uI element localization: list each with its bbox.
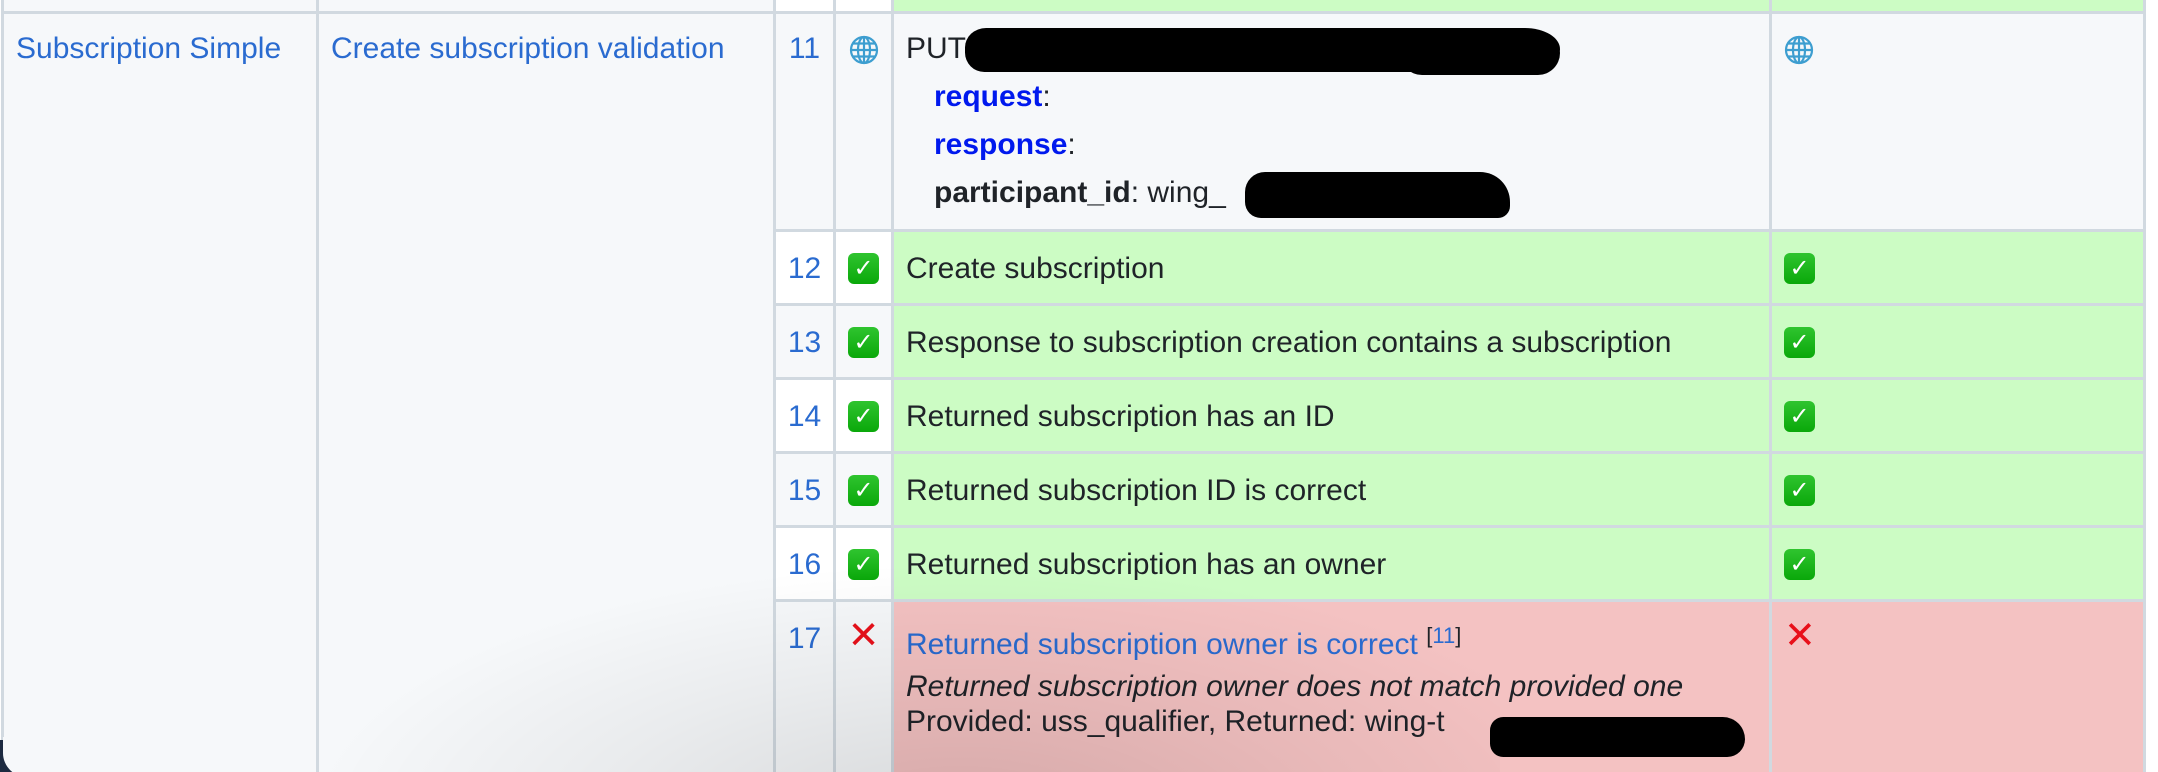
footnote-bracket: [ (1426, 623, 1433, 648)
table-row-previous (1, 0, 2146, 14)
row-result-cell: ✓ (1769, 303, 2146, 380)
x-icon: ✕ (847, 615, 880, 657)
participant-key: participant_id (934, 176, 1131, 209)
table-row: 14 ✓ Returned subscription has an ID ✓ (3, 377, 2146, 454)
scenario-cell: Subscription Simple (1, 11, 319, 772)
check-label: Response to subscription creation contai… (906, 326, 1672, 359)
row-number-cell: 12 (773, 229, 836, 306)
footnote-link[interactable]: 11 (1432, 623, 1456, 648)
row-icon-cell: ✓ (833, 229, 894, 306)
http-method: PUT (906, 32, 966, 65)
row-icon-cell (833, 11, 894, 232)
test-case-link[interactable]: Create subscription validation (331, 32, 725, 65)
row-description-cell: Response to subscription creation contai… (891, 303, 1772, 380)
case-cell-previous (316, 0, 776, 14)
participant-line: participant_id: wing_ (906, 169, 1757, 217)
colon: : (1067, 128, 1076, 161)
row-description-cell: Returned subscription has an owner (891, 525, 1772, 602)
scenario-link[interactable]: Subscription Simple (16, 32, 282, 65)
row-number-link[interactable]: 14 (787, 400, 822, 433)
colon: : (1130, 176, 1140, 209)
redaction-returned-owner (1490, 717, 1745, 757)
check-icon: ✓ (848, 326, 879, 358)
row-result-cell: ✓ (1769, 525, 2146, 602)
check-icon: ✓ (1784, 252, 1815, 284)
row-result-cell (1769, 11, 2146, 232)
row-number-cell: 17 (773, 599, 836, 772)
row-result-cell: ✓ (1769, 377, 2146, 454)
row-result-cell: ✓ (1769, 229, 2146, 306)
check-icon: ✓ (848, 474, 879, 506)
failure-details: Provided: uss_qualifier, Returned: wing-… (906, 705, 1445, 738)
redaction-url (1400, 50, 1560, 75)
row-number-cell: 16 (773, 525, 836, 602)
row-result-cell (1769, 0, 2146, 14)
row-icon-cell: ✓ (833, 451, 894, 528)
footnote: [11] (1426, 623, 1461, 648)
row-result-cell: ✕ (1769, 599, 2146, 772)
row-number-link[interactable]: 12 (787, 252, 822, 285)
row-icon-cell: ✓ (833, 303, 894, 380)
table-row: 13 ✓ Response to subscription creation c… (3, 303, 2146, 380)
footnote-bracket: ] (1455, 623, 1462, 648)
table-row: 12 ✓ Create subscription ✓ (3, 229, 2146, 306)
check-label: Returned subscription has an owner (906, 548, 1387, 581)
globe-icon (1784, 32, 1814, 65)
check-icon: ✓ (848, 400, 879, 432)
row-number-cell: 14 (773, 377, 836, 454)
row-result-cell: ✓ (1769, 451, 2146, 528)
scenario-cell-previous (1, 0, 319, 14)
response-key[interactable]: response (934, 128, 1068, 161)
row-number-link[interactable]: 17 (787, 622, 822, 655)
participant-value: wing_ (1147, 176, 1226, 209)
table-row: 15 ✓ Returned subscription ID is correct… (3, 451, 2146, 528)
check-icon: ✓ (1784, 400, 1815, 432)
row-icon-cell: ✓ (833, 525, 894, 602)
request-key[interactable]: request (934, 80, 1043, 113)
row-number-cell: 15 (773, 451, 836, 528)
row-description-cell: Returned subscription has an ID (891, 377, 1772, 454)
request-line: request: (906, 73, 1757, 121)
row-description-cell: Create subscription (891, 229, 1772, 306)
query-line: PUT (906, 25, 1757, 73)
table-row: 16 ✓ Returned subscription has an owner … (3, 525, 2146, 602)
row-number-link[interactable]: 16 (787, 548, 822, 581)
x-icon: ✕ (1784, 615, 1816, 657)
row-number-link[interactable]: 13 (787, 326, 822, 359)
check-label: Returned subscription has an ID (906, 400, 1335, 433)
redaction-participant-id (1245, 172, 1510, 218)
globe-icon (849, 32, 879, 65)
check-icon: ✓ (848, 252, 879, 284)
check-label: Create subscription (906, 252, 1165, 285)
check-icon: ✓ (848, 548, 879, 580)
row-number-link[interactable]: 11 (788, 32, 821, 65)
colon: : (1042, 80, 1051, 113)
test-case-cell: Create subscription validation (316, 11, 776, 772)
row-icon-cell: ✕ (833, 599, 894, 772)
failed-check-link[interactable]: Returned subscription owner is correct (906, 628, 1418, 661)
failed-check-title: Returned subscription owner is correct [… (906, 602, 1757, 669)
failure-summary: Returned subscription owner does not mat… (906, 670, 1684, 703)
row-icon-cell (833, 0, 894, 14)
row-number-cell: 13 (773, 303, 836, 380)
row-number-link[interactable]: 15 (787, 474, 822, 507)
row-number-cell: 11 (773, 11, 836, 232)
response-line: response: (906, 121, 1757, 169)
check-icon: ✓ (1784, 326, 1815, 358)
row-description-cell: Returned subscription ID is correct (891, 451, 1772, 528)
row-number-cell (773, 0, 836, 14)
check-label: Returned subscription ID is correct (906, 474, 1367, 507)
check-icon: ✓ (1784, 474, 1815, 506)
check-icon: ✓ (1784, 548, 1815, 580)
window-corner (0, 737, 43, 772)
row-icon-cell: ✓ (833, 377, 894, 454)
row-description-cell (891, 0, 1772, 14)
